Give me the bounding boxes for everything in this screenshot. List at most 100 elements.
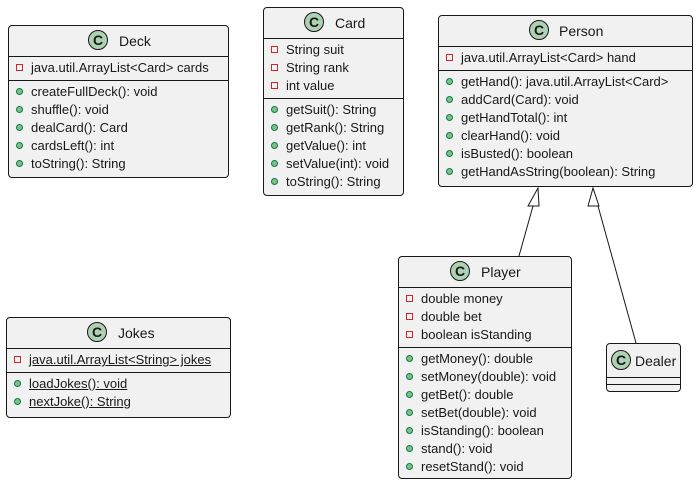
- method-shuffle: shuffle(): void: [9, 101, 228, 119]
- class-name: Dealer: [635, 353, 677, 369]
- class-name: Card: [335, 15, 366, 31]
- public-visibility-icon: [446, 78, 453, 85]
- method-label: resetStand(): void: [421, 459, 524, 474]
- public-visibility-icon: [406, 355, 413, 362]
- method-label: isStanding(): boolean: [421, 423, 544, 438]
- class-icon: C: [88, 30, 108, 50]
- class-header: C Jokes: [7, 318, 230, 349]
- class-jokes[interactable]: C Jokes java.util.ArrayList<String> joke…: [6, 317, 231, 418]
- method-label: getSuit(): String: [286, 102, 377, 117]
- class-name: Deck: [119, 33, 151, 49]
- method-gethand: getHand(): java.util.ArrayList<Card>: [439, 73, 692, 91]
- private-visibility-icon: [406, 331, 413, 338]
- method-label: getRank(): String: [286, 120, 385, 135]
- class-icon: C: [450, 261, 470, 281]
- public-visibility-icon: [271, 178, 278, 185]
- method-setbet: setBet(double): void: [399, 404, 571, 422]
- method-nextjoke: nextJoke(): String: [7, 393, 230, 411]
- method-label: getHandTotal(): int: [461, 110, 568, 125]
- public-visibility-icon: [271, 124, 278, 131]
- public-visibility-icon: [14, 398, 21, 405]
- method-label: cardsLeft(): int: [31, 138, 115, 153]
- public-visibility-icon: [16, 124, 23, 131]
- public-visibility-icon: [16, 142, 23, 149]
- public-visibility-icon: [406, 445, 413, 452]
- method-resetstand: resetStand(): void: [399, 458, 571, 476]
- method-label: stand(): void: [421, 441, 493, 456]
- methods-section: getHand(): java.util.ArrayList<Card> addC…: [439, 71, 692, 184]
- attribute-label: double bet: [421, 309, 482, 324]
- public-visibility-icon: [16, 160, 23, 167]
- public-visibility-icon: [406, 427, 413, 434]
- class-person[interactable]: C Person java.util.ArrayList<Card> hand …: [438, 15, 693, 187]
- private-visibility-icon: [406, 295, 413, 302]
- method-label: getMoney(): double: [421, 351, 534, 366]
- method-label: createFullDeck(): void: [31, 84, 158, 99]
- method-label: clearHand(): void: [461, 128, 560, 143]
- private-visibility-icon: [271, 82, 278, 89]
- method-label: toString(): String: [286, 174, 381, 189]
- method-label: isBusted(): boolean: [461, 146, 574, 161]
- class-header: C Card: [264, 8, 403, 39]
- attribute-label: double money: [421, 291, 503, 306]
- private-visibility-icon: [14, 356, 21, 363]
- method-tostring: toString(): String: [264, 173, 403, 191]
- attributes-section: java.util.ArrayList<Card> cards: [9, 57, 228, 81]
- private-visibility-icon: [446, 54, 453, 61]
- method-label: getHandAsString(boolean): String: [461, 164, 656, 179]
- attribute-java-util-arraylist-card-hand: java.util.ArrayList<Card> hand: [439, 49, 692, 67]
- attribute-double-money: double money: [399, 290, 571, 308]
- method-clearhand: clearHand(): void: [439, 127, 692, 145]
- methods-section: getMoney(): double setMoney(double): void…: [399, 348, 571, 479]
- method-label: getValue(): int: [286, 138, 366, 153]
- method-label: getBet(): double: [421, 387, 514, 402]
- method-gethandasstring: getHandAsString(boolean): String: [439, 163, 692, 181]
- private-visibility-icon: [16, 64, 23, 71]
- attribute-label: java.util.ArrayList<String> jokes: [29, 352, 212, 367]
- attribute-int-value: int value: [264, 77, 403, 95]
- method-label: getHand(): java.util.ArrayList<Card>: [461, 74, 669, 89]
- methods-section: [607, 385, 680, 391]
- public-visibility-icon: [446, 132, 453, 139]
- attribute-label: String suit: [286, 42, 344, 57]
- attributes-section: double money double bet boolean isStanding: [399, 288, 571, 348]
- class-name: Person: [559, 23, 604, 39]
- attribute-boolean-isstanding: boolean isStanding: [399, 326, 571, 344]
- attribute-label: boolean isStanding: [421, 327, 532, 342]
- public-visibility-icon: [446, 96, 453, 103]
- class-player[interactable]: C Player double money double bet boolean i…: [398, 256, 572, 479]
- attributes-section: java.util.ArrayList<Card> hand: [439, 47, 692, 71]
- method-gethandtotal: getHandTotal(): int: [439, 109, 692, 127]
- method-label: addCard(Card): void: [461, 92, 579, 107]
- method-getmoney: getMoney(): double: [399, 350, 571, 368]
- method-createfulldeck: createFullDeck(): void: [9, 83, 228, 101]
- attribute-string-rank: String rank: [264, 59, 403, 77]
- methods-section: getSuit(): String getRank(): String getVal…: [264, 99, 403, 194]
- method-setvalue: setValue(int): void: [264, 155, 403, 173]
- class-icon: C: [87, 322, 107, 342]
- class-header: C Dealer: [607, 344, 680, 378]
- method-label: shuffle(): void: [31, 102, 109, 117]
- method-setmoney: setMoney(double): void: [399, 368, 571, 386]
- private-visibility-icon: [406, 313, 413, 320]
- public-visibility-icon: [406, 391, 413, 398]
- class-header: C Deck: [9, 26, 228, 57]
- class-icon: C: [611, 350, 631, 370]
- class-name: Player: [481, 264, 521, 280]
- class-dealer[interactable]: C Dealer: [606, 343, 681, 392]
- method-addcard: addCard(Card): void: [439, 91, 692, 109]
- private-visibility-icon: [271, 46, 278, 53]
- public-visibility-icon: [16, 106, 23, 113]
- method-stand: stand(): void: [399, 440, 571, 458]
- attributes-section: java.util.ArrayList<String> jokes: [7, 349, 230, 373]
- public-visibility-icon: [446, 114, 453, 121]
- player-extends-person: [518, 186, 540, 257]
- public-visibility-icon: [16, 88, 23, 95]
- dealer-extends-person: [587, 186, 637, 344]
- class-deck[interactable]: C Deck java.util.ArrayList<Card> cards c…: [8, 25, 229, 178]
- public-visibility-icon: [406, 373, 413, 380]
- private-visibility-icon: [271, 64, 278, 71]
